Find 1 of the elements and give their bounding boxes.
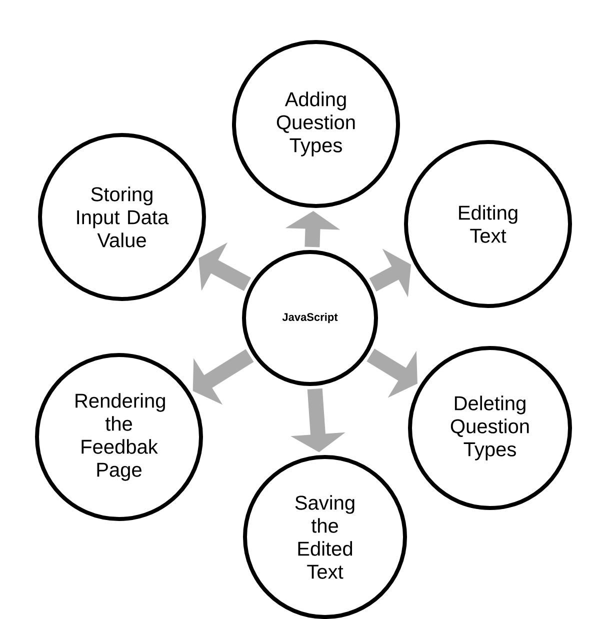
block-arrow (192, 349, 254, 405)
